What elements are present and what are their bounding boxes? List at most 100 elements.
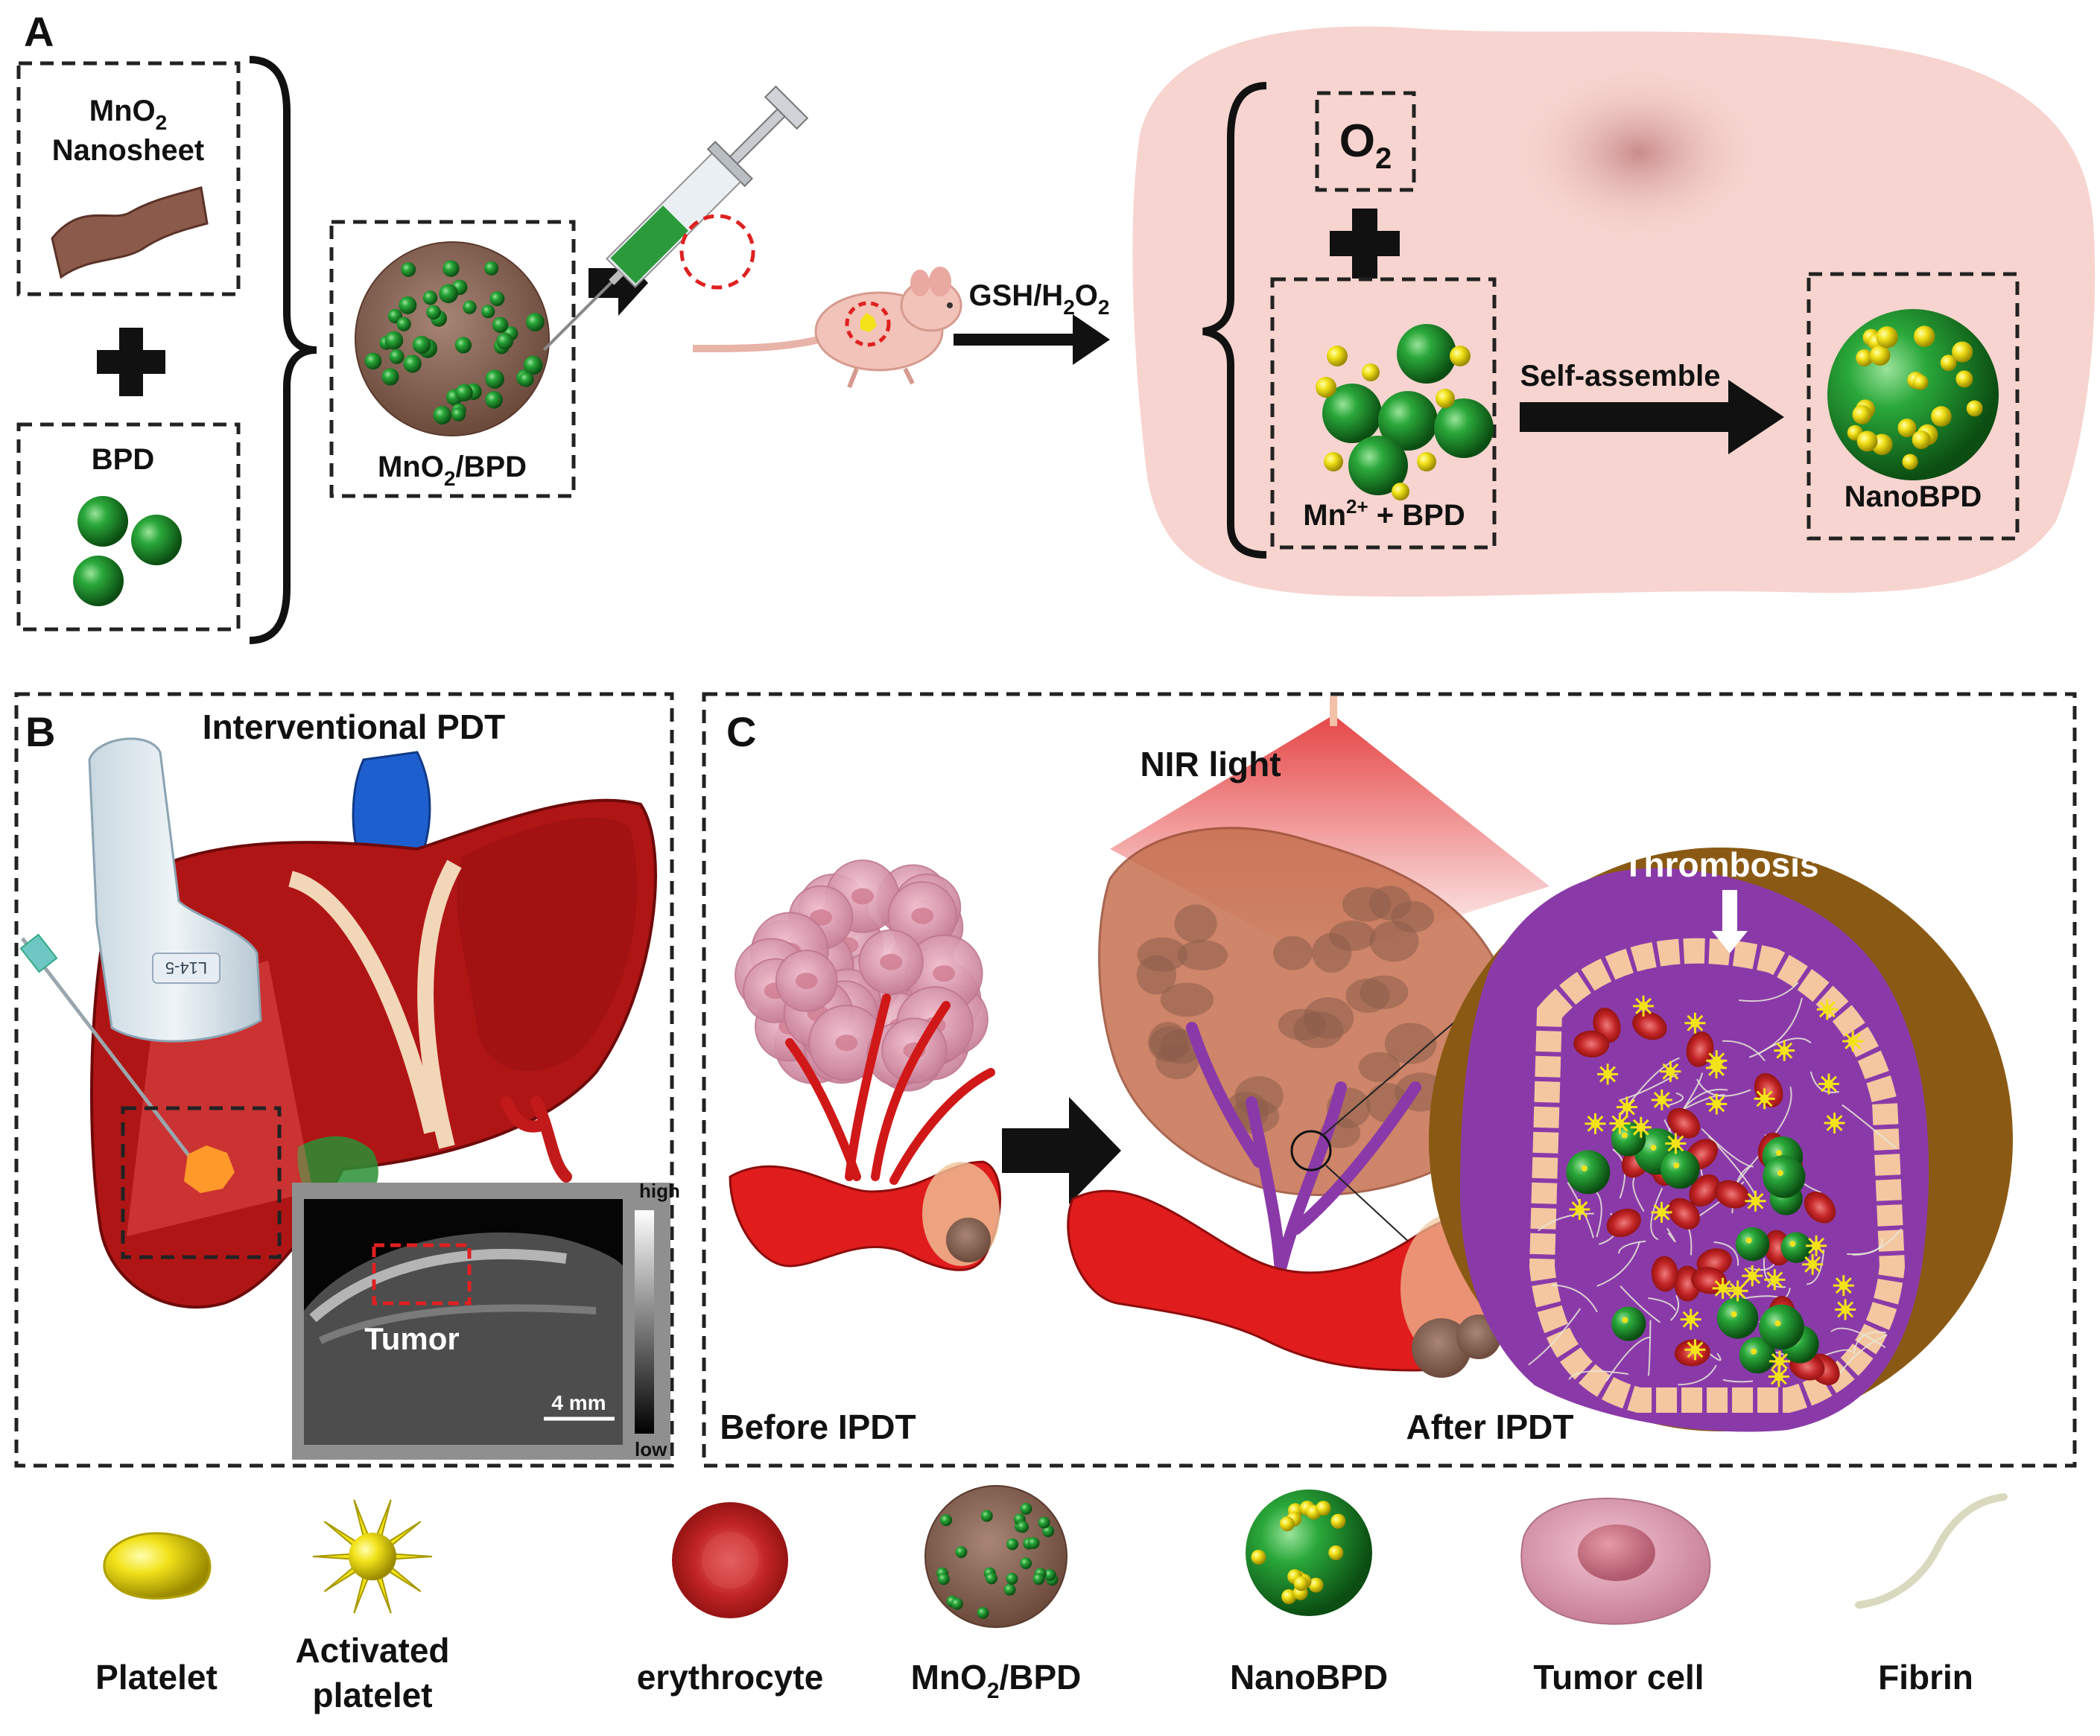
bpd-dot <box>485 391 503 409</box>
nanobpd-particle-icon <box>1827 309 1999 480</box>
erythrocyte <box>1691 1267 1727 1294</box>
bpd-dot <box>523 355 543 375</box>
colorbar-high-label: high <box>639 1180 680 1202</box>
mn-dot <box>1856 430 1878 452</box>
activated-platelet <box>1633 995 1655 1017</box>
endothelium <box>1529 938 1906 1413</box>
erythrocyte <box>1573 1030 1610 1058</box>
mno2-nanosheet-box <box>16 61 241 296</box>
mn-dot <box>1955 370 1973 388</box>
bpd-dot <box>451 407 466 422</box>
nanobpd-label: NanoBPD <box>1844 480 1982 513</box>
mn-dot <box>1912 430 1931 450</box>
mn-dot <box>1913 325 1935 347</box>
erythrocyte <box>1606 1208 1641 1238</box>
legend-tumor-cell-label: Tumor cell <box>1533 1658 1704 1697</box>
mn-bpd-label: Mn2+ + BPD <box>1303 495 1465 532</box>
ligament <box>288 859 462 1149</box>
cell-nucleus <box>1512 63 1766 242</box>
legend: Platelet Activated platelet erythrocyte … <box>95 1485 2008 1714</box>
erythrocyte <box>1632 1011 1667 1040</box>
mn-dot <box>1852 404 1872 425</box>
mno2-bpd-particle-icon <box>355 241 550 436</box>
thrombosis-label: Thrombosis <box>1622 845 1818 884</box>
mn-dot <box>1912 375 1929 390</box>
activated-platelet <box>1768 1350 1790 1372</box>
bpd-dot <box>439 284 458 304</box>
thrombosis-arrow-icon <box>1712 890 1748 953</box>
bpd-dot <box>396 317 411 331</box>
mn-dot <box>1870 345 1891 366</box>
bpd-dot <box>454 337 472 354</box>
thrombosed-vessels <box>1186 1022 1421 1302</box>
plus-icon <box>97 328 165 396</box>
mno2-nanosheet-label-line2: Nanosheet <box>52 134 205 167</box>
bpd-dot <box>463 300 477 314</box>
activated-platelet <box>1802 1253 1824 1275</box>
legend-mno2-bpd-label: MnO2/BPD <box>911 1658 1082 1703</box>
colorbar-low-label: low <box>635 1438 667 1460</box>
activated-platelet <box>1806 1235 1827 1256</box>
activated-platelet <box>1684 1012 1706 1034</box>
brace-right <box>1202 82 1267 559</box>
bpd-dot <box>422 290 438 305</box>
before-after-arrow-icon <box>1002 1097 1121 1204</box>
activated-platelet <box>1774 1040 1795 1061</box>
erythrocyte <box>1651 1256 1678 1292</box>
legend-platelet-label: Platelet <box>95 1658 218 1697</box>
legend-erythrocyte: erythrocyte <box>637 1502 823 1697</box>
erythrocyte <box>1714 1180 1749 1209</box>
thrombosis-magnified: Thrombosis <box>1429 845 2013 1432</box>
probe-model-text: L14-5 <box>165 958 207 977</box>
nanobpd-particle <box>1759 1304 1804 1350</box>
mn-dot <box>1931 406 1952 427</box>
ultrasound-tissue <box>304 1232 623 1445</box>
tumor-nucleus-icon <box>1578 1524 1655 1581</box>
ultrasound-tumor-label: Tumor <box>364 1321 460 1356</box>
bpd-dot <box>481 305 495 319</box>
bpd-sphere-icon <box>77 496 128 547</box>
bpd-dot <box>433 406 452 425</box>
o2-label: O2 <box>1339 115 1392 175</box>
activated-platelet <box>1597 1063 1619 1085</box>
tumor-cluster-after <box>1067 827 1565 1386</box>
nanobpd-particle <box>1780 1232 1812 1263</box>
activated-platelet <box>1824 1112 1845 1134</box>
bpd-dot <box>399 296 417 314</box>
mno2-nanosheet-icon <box>51 186 209 279</box>
scale-bar-label: 4 mm <box>551 1391 606 1414</box>
platelet-icon <box>103 1532 212 1600</box>
zoom-circle <box>1290 1130 1332 1171</box>
tumor-spot-icon <box>184 1145 235 1193</box>
nanobpd-particle <box>1660 1149 1700 1189</box>
tumor-cluster-before <box>729 859 1001 1271</box>
bpd-dot <box>442 260 460 277</box>
panel-b-letter: B <box>25 708 55 755</box>
bpd-dot <box>518 372 534 387</box>
after-ipdt-label: After IPDT <box>1406 1408 1574 1446</box>
activated-platelet <box>1712 1277 1733 1299</box>
gsh-h2o2-label: GSH/H2O2 <box>969 279 1110 319</box>
bpd-dot <box>412 335 431 354</box>
before-ipdt-label: Before IPDT <box>720 1408 916 1446</box>
bpd-label: BPD <box>92 443 154 476</box>
legend-nanobpd: NanoBPD <box>1230 1489 1388 1697</box>
activated-platelet <box>1651 1201 1672 1223</box>
activated-platelet <box>1727 1280 1748 1302</box>
hepatic-artery <box>501 1096 572 1183</box>
legend-activated-platelet: Activated platelet <box>295 1499 450 1714</box>
panel-c-frame <box>702 692 2077 1468</box>
bpd-dot <box>485 369 504 389</box>
activated-platelet <box>1680 1309 1701 1330</box>
mn-dot <box>1940 354 1957 372</box>
bpd-dot <box>403 354 422 373</box>
panel-c-letter: C <box>726 708 756 755</box>
mn-dot <box>1856 349 1874 366</box>
bpd-dot <box>401 262 416 277</box>
nir-light-label: NIR light <box>1140 745 1281 783</box>
panel-b-frame <box>14 692 674 1468</box>
activated-platelet <box>1754 1088 1775 1110</box>
syringe-icon <box>542 85 809 352</box>
activated-platelet <box>1706 1057 1728 1078</box>
